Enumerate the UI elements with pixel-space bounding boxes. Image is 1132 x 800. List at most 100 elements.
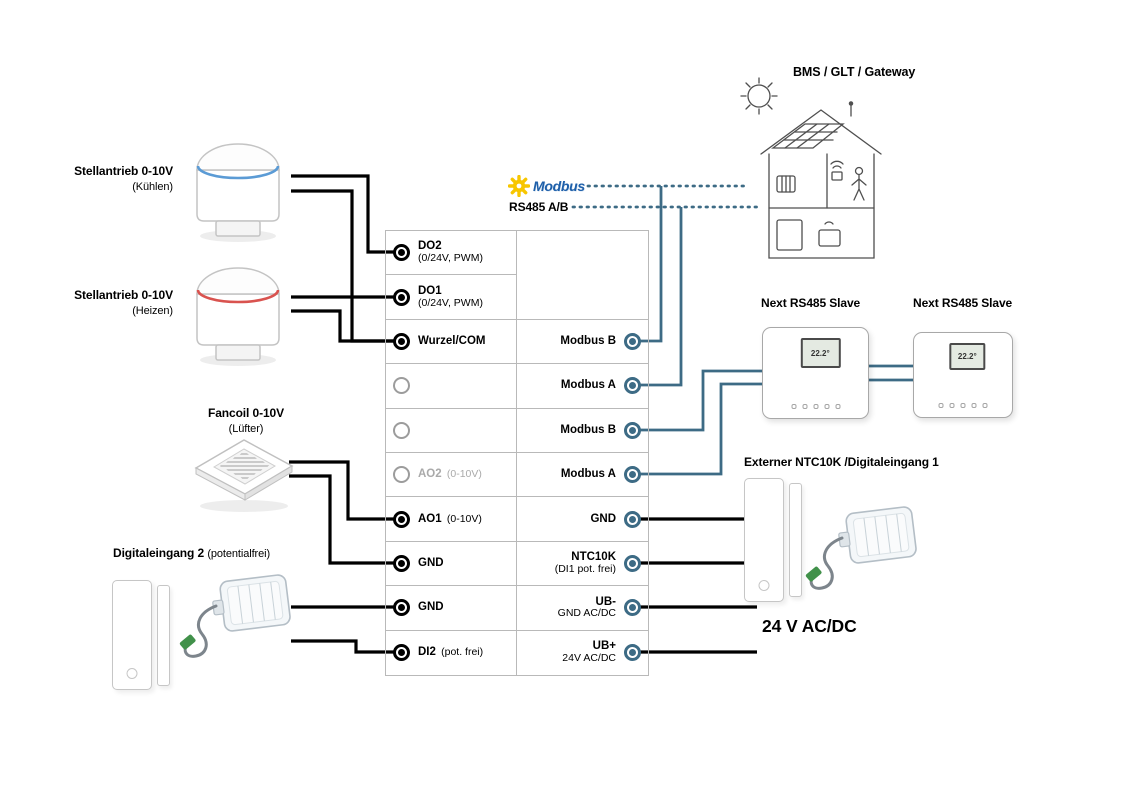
modbus-logo: Modbus — [508, 175, 585, 197]
terminal-circle-modbus-b — [624, 421, 641, 439]
fancoil-subtitle: (Lüfter) — [228, 423, 264, 436]
digital-input-2-title: Digitaleingang 2 — [113, 546, 205, 560]
modbus-gear-icon — [508, 175, 530, 197]
external-ntc-text: Externer NTC10K /Digitaleingang 1 — [744, 455, 939, 469]
terminal-label-ao1: AO1 (0-10V) — [418, 513, 482, 526]
label-bms-gateway: BMS / GLT / Gateway — [793, 64, 915, 80]
terminal-circle-do2 — [393, 244, 410, 262]
terminal-name: DI2 — [418, 646, 436, 659]
fancoil-device — [188, 432, 300, 521]
actuator-cool-device — [190, 132, 286, 249]
terminal-row-unused-1 — [386, 364, 516, 409]
wires-bus-blue — [630, 186, 913, 476]
terminal-circle-unused — [393, 421, 410, 439]
contact-sensor-body — [744, 478, 784, 602]
terminal-row-di2: DI2 (pot. frei) — [386, 631, 516, 675]
terminal-label-do2: DO2 (0/24V, PWM) — [418, 240, 483, 265]
terminal-row-ao1: AO1 (0-10V) — [386, 497, 516, 542]
terminal-name: DO1 — [418, 284, 442, 297]
terminal-row-ntc10k: NTC10K (DI1 pot. frei) — [517, 542, 648, 587]
terminal-block: DO2 (0/24V, PWM) DO1 (0/24V, PWM) Wurzel… — [385, 230, 649, 676]
terminal-circle-modbus-b — [624, 332, 641, 350]
terminal-name: Modbus A — [560, 468, 616, 481]
terminal-name: NTC10K — [571, 551, 616, 564]
fancoil-illustration — [194, 439, 294, 512]
actuator-cool-title: Stellantrieb 0-10V — [74, 164, 173, 178]
door-window-contact-left — [112, 580, 170, 690]
house-walls — [768, 153, 875, 259]
terminal-label-di2: DI2 (pot. frei) — [418, 646, 483, 659]
wifi-icon — [830, 160, 844, 169]
terminal-name: Modbus B — [560, 335, 616, 348]
terminal-circle-modbus-a — [624, 466, 641, 484]
wire-fancoil-ao1 — [289, 460, 404, 521]
terminal-label-gnd: GND — [590, 513, 616, 526]
terminal-detail: (0/24V, PWM) — [418, 296, 483, 309]
terminal-label-ub-minus: UB- GND AC/DC — [558, 596, 616, 621]
appliance-box-icon — [818, 229, 841, 247]
terminal-name: Wurzel/COM — [418, 335, 486, 348]
terminal-detail: (0-10V) — [446, 468, 482, 481]
solar-panels — [771, 123, 845, 149]
terminal-row-ub-plus: UB+ 24V AC/DC — [517, 631, 648, 675]
terminal-circle-ntc10k — [624, 554, 641, 572]
rs485-label-text: RS485 A/B — [509, 200, 569, 214]
terminal-row-gnd-2: GND — [386, 586, 516, 631]
terminal-name: DO2 — [418, 240, 442, 253]
terminal-detail: GND AC/DC — [557, 607, 616, 620]
terminal-detail: (0-10V) — [446, 512, 482, 525]
terminal-circle-ub-plus — [624, 644, 641, 662]
radiator-icon — [776, 175, 796, 193]
contact-magnet-strip — [157, 585, 170, 687]
terminal-detail: (0/24V, PWM) — [418, 252, 483, 265]
terminal-label-wurzel-com: Wurzel/COM — [418, 335, 486, 348]
slave-touch-buttons — [938, 403, 988, 408]
terminal-name: UB+ — [592, 640, 616, 653]
heat-ring — [196, 289, 280, 304]
terminal-column-left: DO2 (0/24V, PWM) DO1 (0/24V, PWM) Wurzel… — [386, 231, 516, 675]
label-fancoil: Fancoil 0-10V (Lüfter) — [186, 406, 306, 437]
terminal-circle-gnd — [393, 599, 410, 617]
terminal-name: AO2 — [418, 468, 442, 481]
terminal-label-do1: DO1 (0/24V, PWM) — [418, 285, 483, 310]
actuator-illustration — [196, 143, 280, 242]
terminal-circle-do1 — [393, 288, 410, 306]
terminal-row-modbus-b-1: Modbus B — [517, 320, 648, 365]
terminal-label-ao2: AO2 (0-10V) — [418, 468, 482, 481]
bms-gateway-text: BMS / GLT / Gateway — [793, 65, 916, 79]
terminal-row-ub-minus: UB- GND AC/DC — [517, 586, 648, 631]
fancoil-title: Fancoil 0-10V — [207, 406, 285, 420]
terminal-name: Modbus A — [560, 379, 616, 392]
wifi-icon-small — [824, 221, 834, 225]
person-icon — [851, 166, 867, 201]
terminal-row-gnd-right: GND — [517, 497, 648, 542]
terminal-row-ao2: AO2 (0-10V) — [386, 453, 516, 498]
terminal-column-right: Modbus B Modbus A Modbus B Modbus A — [516, 231, 648, 675]
label-rs485-slave-2: Next RS485 Slave — [913, 296, 1012, 311]
sensor-cable — [183, 604, 218, 658]
terminal-row-modbus-a-2: Modbus A — [517, 453, 648, 498]
sensor-cable — [809, 536, 844, 590]
terminal-name: Modbus B — [560, 423, 616, 436]
terminal-circle-ao2 — [393, 466, 410, 484]
wire-cool-do2 — [291, 174, 404, 254]
label-actuator-cool: Stellantrieb 0-10V (Kühlen) — [57, 164, 173, 195]
bms-house — [733, 58, 898, 278]
terminal-detail: (pot. frei) — [441, 646, 484, 659]
terminal-circle-modbus-a — [624, 377, 641, 395]
slave-touch-buttons — [791, 404, 840, 409]
cable-sensor-illustration — [179, 574, 291, 658]
terminal-label-gnd: GND — [418, 557, 444, 570]
contact-sensor-body — [112, 580, 152, 690]
terminal-row-gnd-1: GND — [386, 542, 516, 587]
label-actuator-heat: Stellantrieb 0-10V (Heizen) — [57, 288, 173, 319]
sun-icon — [740, 77, 778, 115]
cable-connector-green — [179, 634, 196, 650]
cable-sensor-left — [172, 558, 297, 685]
rs485-slave-device-2: 22.2° — [913, 332, 1013, 418]
terminal-circle-di2 — [393, 644, 410, 662]
terminal-label-modbus-a: Modbus A — [561, 468, 616, 481]
actuator-heat-title: Stellantrieb 0-10V — [74, 288, 173, 302]
